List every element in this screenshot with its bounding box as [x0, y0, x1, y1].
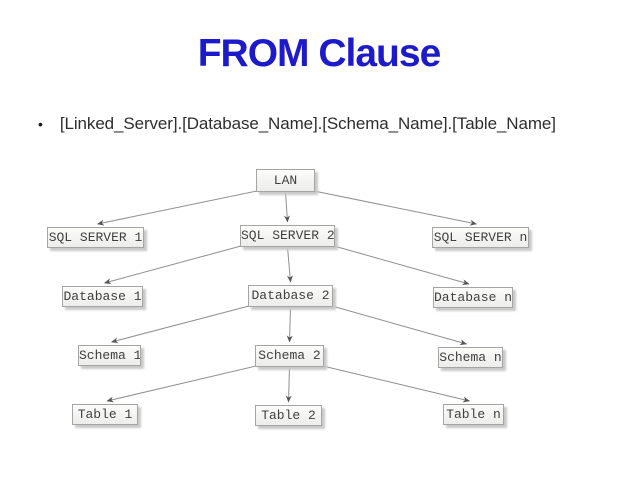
bullet-text: [Linked_Server].[Database_Name].[Schema_… [59, 114, 556, 133]
edge-db2-sc2 [286, 306, 293, 343]
edge-sql2-dbn [333, 245, 470, 286]
diagram-node-db1: Database 1 [62, 286, 143, 307]
edge-sc2-tb1 [106, 365, 257, 403]
edge-sc2-tbn [322, 365, 470, 403]
edge-lan-sql2 [284, 191, 291, 223]
diagram-node-sql2: SQL SERVER 2 [240, 225, 335, 247]
diagram-node-tbn: Table n [443, 404, 504, 425]
bullet-item: • [Linked_Server].[Database_Name].[Schem… [38, 112, 613, 136]
diagram-node-dbn: Database n [433, 287, 513, 308]
edge-lan-sqln [313, 190, 477, 226]
edge-sql2-db1 [104, 245, 242, 285]
diagram-node-lan: LAN [256, 169, 315, 192]
diagram-node-tb2: Table 2 [255, 405, 322, 426]
edge-lan-sql1 [97, 190, 258, 226]
diagram-node-tb1: Table 1 [72, 404, 138, 425]
diagram-node-sc2: Schema 2 [255, 345, 324, 367]
diagram-node-db2: Database 2 [248, 285, 333, 307]
diagram-node-sc1: Schema 1 [78, 345, 141, 366]
edge-sql2-db2 [286, 246, 293, 283]
edge-db2-sc1 [111, 305, 250, 344]
edge-sc2-tb2 [285, 366, 292, 403]
diagram-node-sqln: SQL SERVER n [432, 227, 529, 248]
edge-db2-scn [331, 305, 467, 346]
diagram-node-scn: Schema n [438, 347, 503, 368]
diagram-node-sql1: SQL SERVER 1 [47, 227, 144, 248]
page-title: FROM Clause [197, 32, 442, 75]
bullet-dot: • [38, 116, 43, 132]
